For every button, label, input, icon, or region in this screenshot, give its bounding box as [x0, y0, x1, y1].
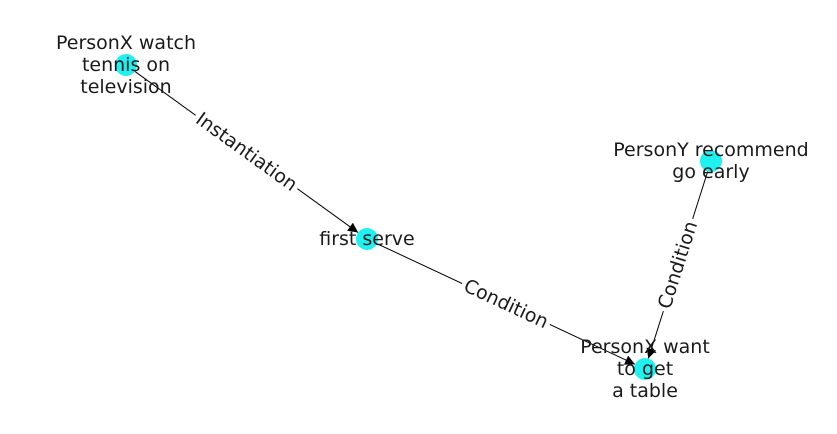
- edge-label-background: [457, 272, 555, 336]
- edges-layer: [134, 71, 709, 365]
- nodes-layer: [115, 54, 722, 380]
- edge-label: Condition: [460, 275, 551, 333]
- node-label-line: PersonY recommend: [613, 139, 808, 161]
- node-circle-n4: [700, 150, 722, 172]
- node-circle-n1: [115, 54, 137, 76]
- node-circle-n2: [356, 228, 378, 250]
- node-label-line: a table: [612, 380, 678, 402]
- node-circle-n3: [634, 358, 656, 380]
- edge-label-background: [188, 105, 305, 199]
- edge-label: Condition: [654, 218, 702, 311]
- edge-label-background: [651, 215, 705, 315]
- node-label-line: PersonX want: [580, 336, 710, 358]
- edge-label: Instantiation: [192, 108, 302, 196]
- node-label-n2: first serve: [319, 228, 415, 250]
- node-label-line: to get: [617, 358, 673, 380]
- node-label-line: television: [80, 76, 171, 98]
- node-label-line: PersonX watch: [56, 32, 196, 54]
- node-label-line: tennis on: [82, 54, 170, 76]
- node-label-line: go early: [672, 161, 749, 183]
- node-label-line: first serve: [319, 228, 415, 250]
